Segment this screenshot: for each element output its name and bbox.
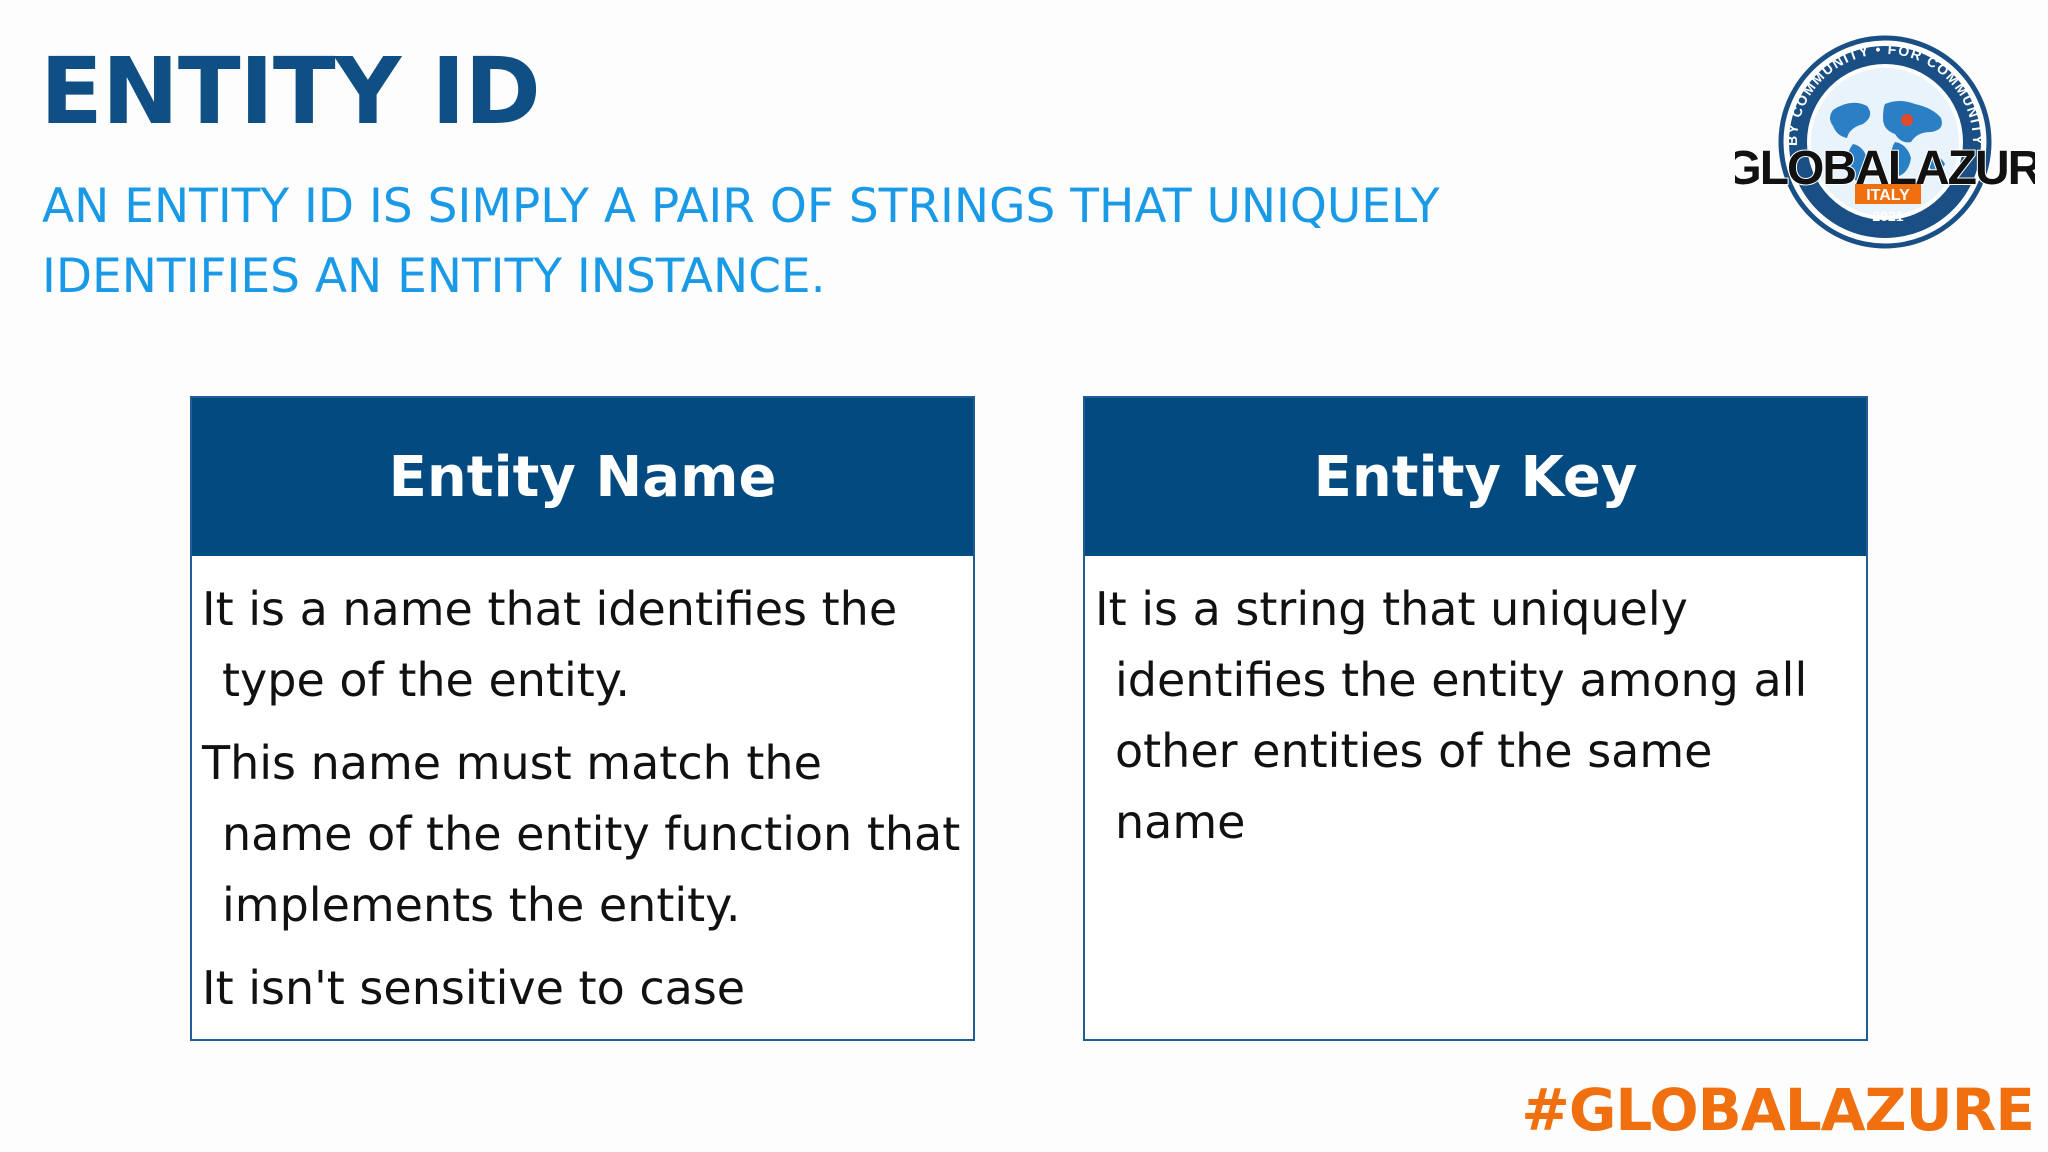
slide-title: ENTITY ID <box>40 38 541 145</box>
footer-hashtag: #GLOBALAZURE <box>1521 1076 2035 1144</box>
entity-key-card-header: Entity Key <box>1085 398 1866 556</box>
global-azure-italy-logo: BY COMMUNITY • FOR COMMUNITY #GLOBALAZUR… <box>1735 35 2035 249</box>
entity-name-card-body: It is a name that identifies the type of… <box>192 556 973 1024</box>
entity-key-card-body: It is a string that uniquely identifies … <box>1085 556 1866 858</box>
logo-year: 2021 <box>1872 208 1903 224</box>
entity-name-paragraph-3: It isn't sensitive to case <box>202 961 746 1015</box>
entity-name-paragraph-2: This name must match the name of the ent… <box>202 736 961 932</box>
world-map-icon <box>1830 101 1945 182</box>
entity-key-card: Entity Key It is a string that uniquely … <box>1083 396 1868 1041</box>
location-pin-icon <box>1901 114 1913 126</box>
entity-name-card-header: Entity Name <box>192 398 973 556</box>
logo-main-text: #GLOBALAZURE <box>1735 142 2035 195</box>
entity-key-paragraph-1: It is a string that uniquely identifies … <box>1095 582 1808 849</box>
slide-subtitle: AN ENTITY ID IS SIMPLY A PAIR OF STRINGS… <box>42 179 1440 304</box>
entity-name-paragraph-1: It is a name that identifies the type of… <box>202 582 898 707</box>
entity-name-card: Entity Name It is a name that identifies… <box>190 396 975 1041</box>
logo-country: ITALY <box>1866 187 1910 204</box>
